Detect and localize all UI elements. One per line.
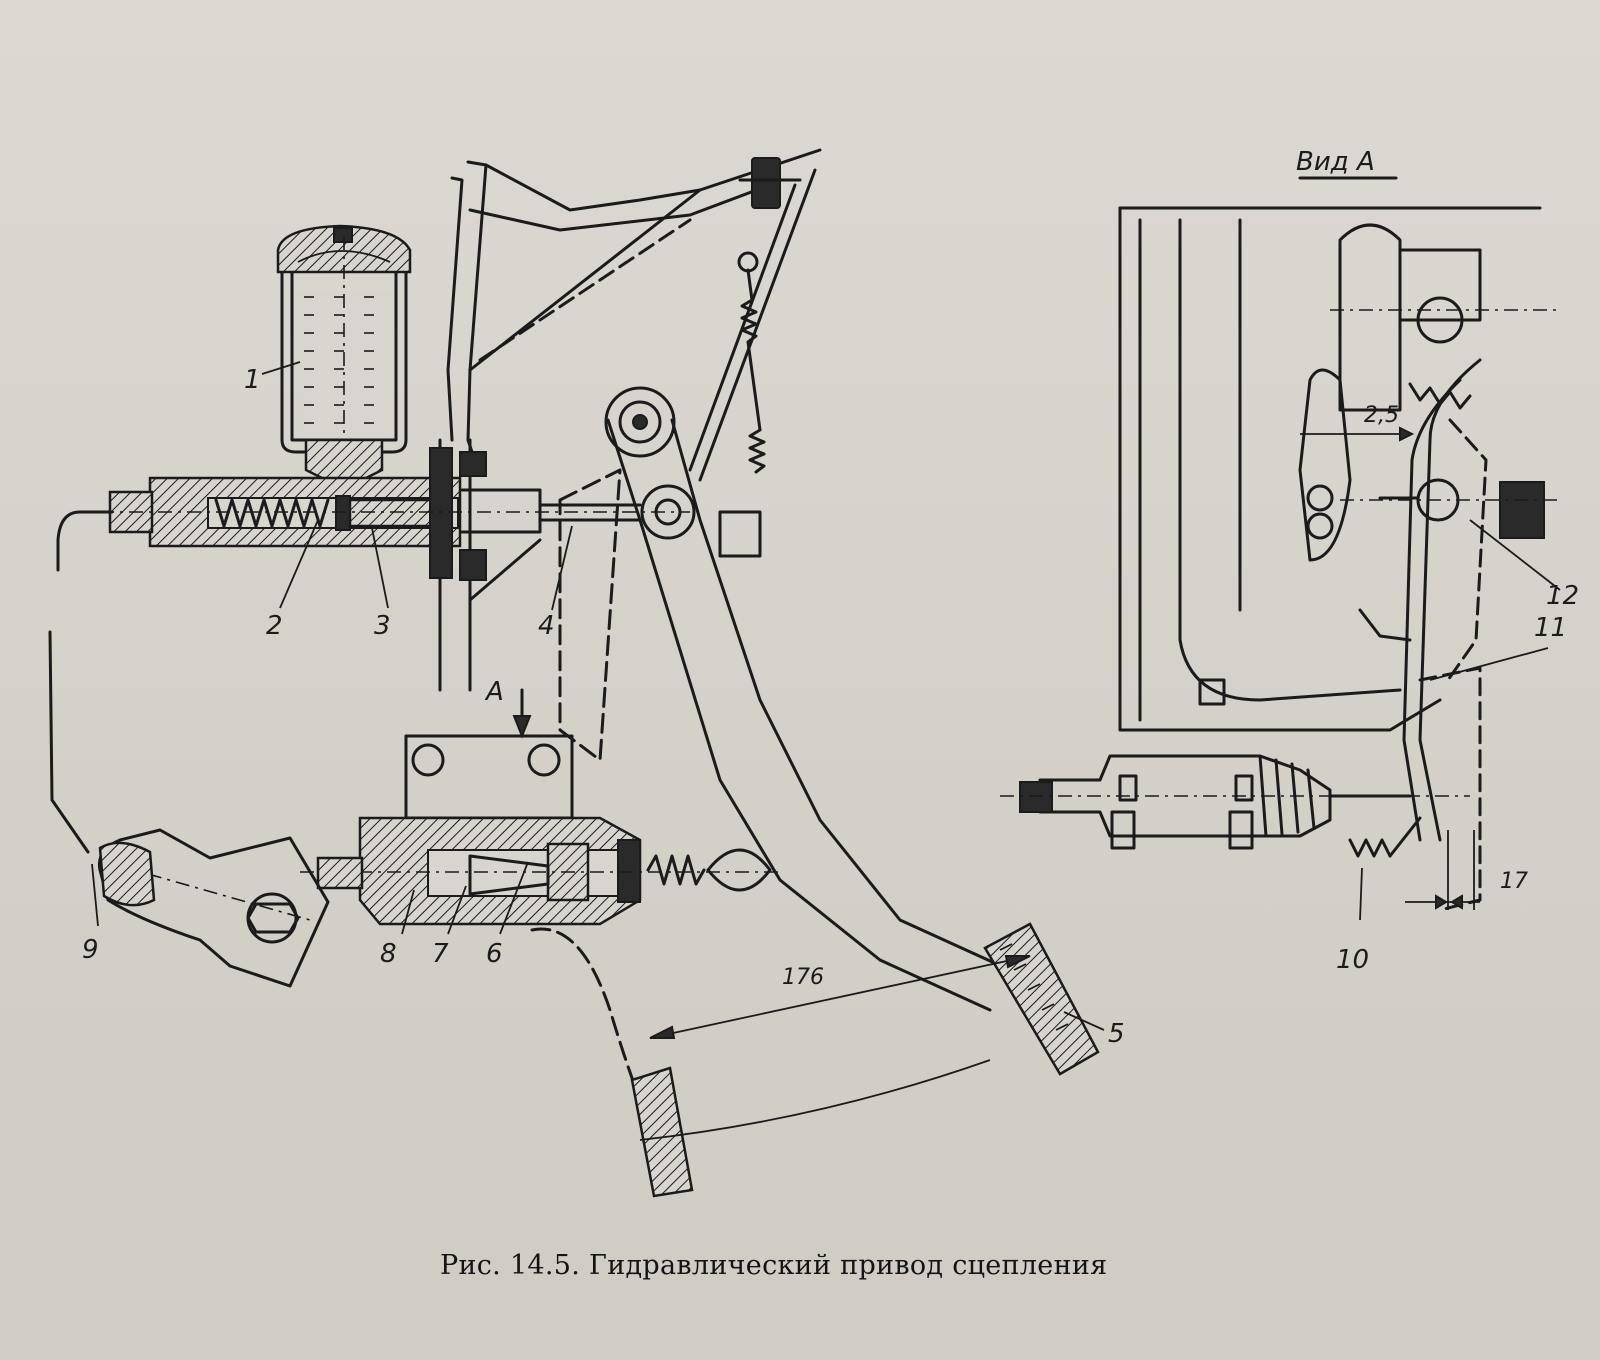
callout-8: 8 [380, 939, 397, 969]
callout-11: 11 [1534, 613, 1567, 643]
master-cylinder [100, 447, 690, 602]
callout-leaders [91, 361, 1105, 1031]
figure-caption: Рис. 14.5. Гидравлический привод сцеплен… [440, 1250, 1108, 1281]
dimension-clearance: 17 [1500, 869, 1528, 894]
clutch-fork-lever [48, 510, 330, 988]
dimension-gap: 2,5 [1364, 403, 1399, 428]
view-a [1000, 176, 1561, 921]
callout-12: 12 [1546, 581, 1579, 611]
callout-9: 9 [82, 935, 99, 965]
return-spring [737, 251, 766, 474]
callout-10: 10 [1336, 945, 1369, 975]
callout-1: 1 [244, 365, 261, 395]
slave-cylinder [300, 688, 780, 926]
callout-labels: 1 2 3 4 5 6 7 8 9 10 11 12 Вид А А 176 2… [82, 147, 1579, 1049]
clutch-pedal [530, 386, 1100, 1198]
dimension-pedal-travel: 176 [782, 965, 824, 990]
callout-3: 3 [374, 611, 391, 641]
callout-4: 4 [538, 611, 555, 641]
callout-2: 2 [266, 611, 283, 641]
fluid-reservoir [276, 224, 412, 505]
callout-7: 7 [432, 939, 449, 969]
view-a-title: Вид А [1296, 147, 1375, 177]
callout-6: 6 [486, 939, 503, 969]
pedal-bracket [438, 148, 822, 692]
callout-5: 5 [1108, 1019, 1125, 1049]
view-a-arrow-label: А [484, 677, 504, 707]
